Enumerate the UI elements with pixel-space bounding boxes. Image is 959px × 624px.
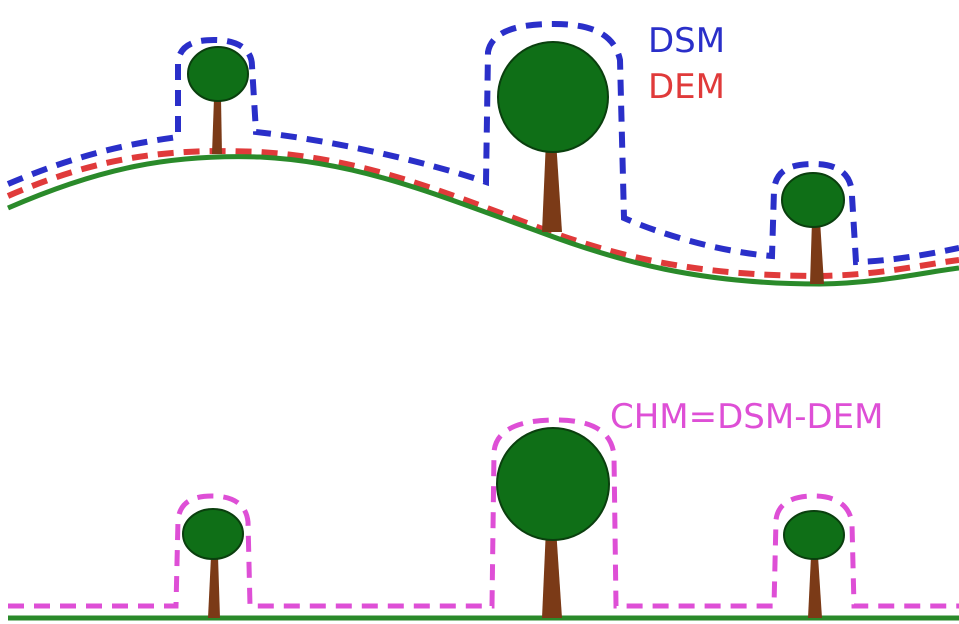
tree-small-right-top (781, 172, 845, 284)
tree-small-bottom (182, 508, 244, 618)
dsm-line (6, 20, 959, 266)
chm-line (8, 417, 959, 609)
dem-line (6, 148, 959, 280)
tree-large-bottom (496, 427, 610, 618)
chm-label: CHM=DSM-DEM (610, 397, 884, 437)
top-panel: DSM DEM (6, 20, 959, 287)
tree-large-top (497, 41, 609, 232)
dem-label: DEM (648, 67, 725, 107)
tree-small-top (187, 46, 249, 154)
tree-small-right-bottom (783, 510, 845, 618)
dsm-label: DSM (648, 21, 725, 61)
bottom-panel: CHM=DSM-DEM (8, 397, 959, 621)
ground-line (7, 154, 959, 287)
